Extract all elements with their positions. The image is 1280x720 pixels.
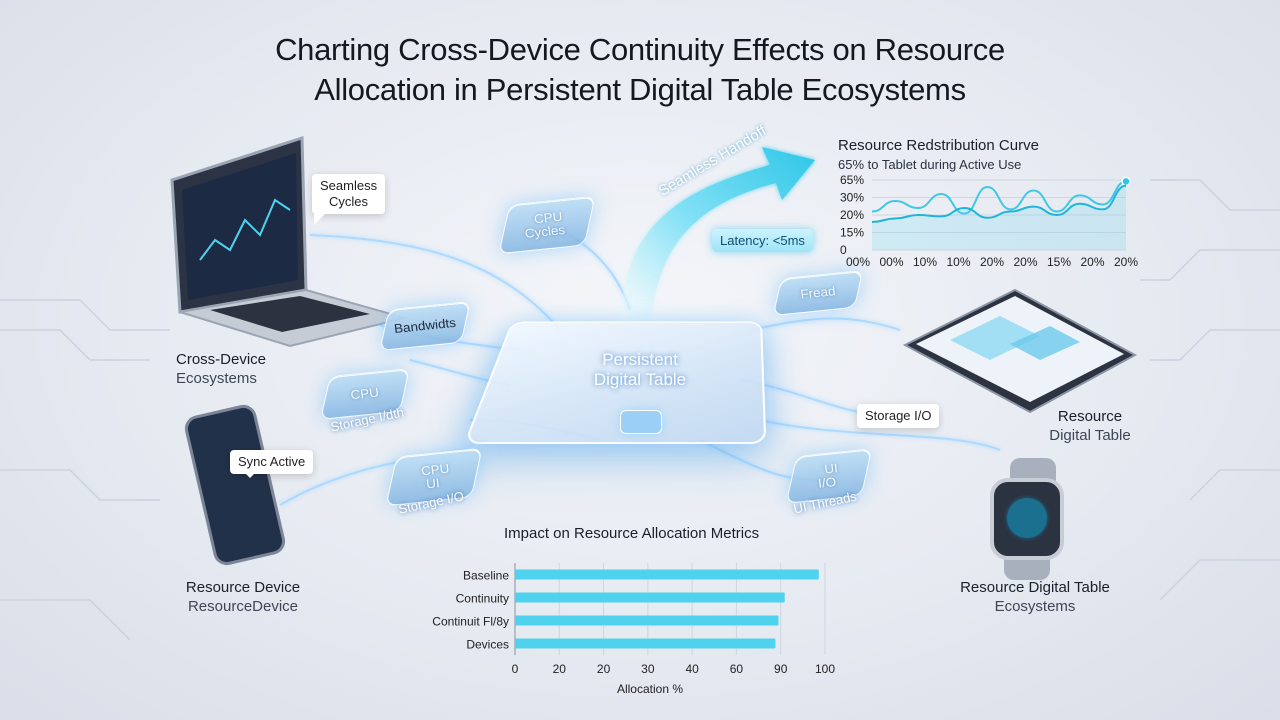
platform-chip-icon — [620, 410, 662, 434]
line-chart-x-tick: 20% — [980, 255, 1004, 269]
device-label-tablet-sub: Digital Table — [1049, 427, 1131, 444]
device-label-laptop: Cross-Device Ecosystems — [176, 350, 266, 388]
line-chart-series-1 — [871, 180, 1127, 215]
line-chart-area — [872, 185, 1126, 250]
bar-chart-category-label: Continuity — [456, 592, 509, 606]
bar-chart-category-label: Continuit Fl/8y — [432, 615, 509, 629]
device-label-tablet-main: Resource — [1057, 408, 1123, 425]
laptop-illustration — [170, 135, 409, 348]
line-chart: 65%30%20%15%000%00%10%10%20%20%15%20%20% — [840, 173, 1138, 269]
line-chart-x-tick: 00% — [879, 255, 903, 269]
node-cpu-cycles-line-2: Cycles — [524, 222, 567, 241]
node-cpu-left-label: CPU — [349, 384, 380, 403]
bar-chart-x-tick: 20 — [553, 662, 567, 676]
bar-chart: 0 20 20 30 40 60 90 100 BaselineContinuityContin… — [432, 563, 835, 696]
line-chart-y-tick: 65% — [840, 173, 864, 187]
line-chart-x-tick: 20% — [1080, 255, 1104, 269]
bar-chart-category-label: Baseline — [463, 569, 509, 583]
line-chart-x-tick: 10% — [946, 255, 970, 269]
callout-seamless-cycles: Seamless Cycles — [312, 174, 386, 225]
line-chart-x-tick: 20% — [1114, 255, 1138, 269]
callout-seamless-line-2: Cycles — [329, 194, 369, 209]
handoff-arrow — [620, 147, 815, 335]
callout-sync-active: Sync Active — [230, 450, 314, 478]
device-label-watch-sub: Ecosystems — [994, 598, 1076, 615]
bar-chart-xlabel: Allocation % — [617, 682, 683, 696]
bar-chart-title: Impact on Resource Allocation Metrics — [504, 525, 760, 542]
line-chart-y-tick: 20% — [840, 208, 864, 222]
device-label-watch: Resource Digital Table Ecosystems — [945, 578, 1125, 616]
callout-seamless-line-1: Seamless — [320, 178, 378, 193]
line-chart-series-2 — [871, 184, 1127, 223]
node-bandwidth-label: Bandwidts — [393, 315, 457, 336]
device-label-watch-main: Resource Digital Table — [960, 579, 1110, 596]
bar-chart-bar — [515, 638, 776, 649]
bar-chart-bar — [515, 592, 785, 603]
node-cpu-ui-line-2: UI — [424, 475, 440, 492]
line-chart-x-tick: 15% — [1047, 255, 1071, 269]
line-chart-y-tick: 15% — [840, 226, 864, 240]
bar-chart-bar — [515, 615, 779, 626]
node-ui-io-line-2: I/O — [817, 474, 838, 491]
circuit-traces — [0, 179, 1280, 641]
bar-chart-x-tick: 20 — [597, 662, 611, 676]
bar-chart-bar — [515, 569, 819, 580]
bar-chart-x-tick: 100 — [815, 662, 835, 676]
bar-chart-x-tick: 90 — [774, 662, 788, 676]
page-title: Charting Cross-Device Continuity Effects… — [140, 30, 1140, 110]
node-storage-io[interactable]: Storage I/O — [857, 404, 940, 428]
bar-chart-x-tick: 0 — [512, 662, 519, 676]
phone-illustration — [184, 404, 286, 566]
platform-label: Persistent Digital Table — [540, 350, 740, 390]
line-chart-y-tick: 0 — [840, 243, 847, 257]
watch-illustration — [990, 458, 1064, 580]
line-chart-x-tick: 20% — [1013, 255, 1037, 269]
device-label-phone-sub: ResourceDevice — [187, 598, 299, 615]
line-chart-y-tick: 30% — [840, 191, 864, 205]
tablet-illustration — [902, 288, 1138, 414]
line-chart-end-point — [1121, 176, 1131, 187]
device-label-phone: Resource Device ResourceDevice — [168, 578, 318, 616]
device-label-phone-main: Resource Device — [185, 579, 301, 596]
device-label-laptop-sub: Ecosystems — [176, 370, 257, 387]
line-chart-subtitle: 65% to Tablet during Active Use — [838, 157, 1022, 172]
device-label-laptop-main: Cross-Device — [176, 351, 267, 368]
node-fread-label: Fread — [799, 283, 837, 302]
bar-chart-category-label: Devices — [466, 638, 509, 652]
bar-chart-x-tick: 60 — [730, 662, 744, 676]
line-chart-x-tick: 10% — [913, 255, 937, 269]
platform-label-line-1: Persistent — [602, 350, 678, 369]
title-line-2: Allocation in Persistent Digital Table E… — [314, 72, 966, 107]
bar-chart-x-tick: 40 — [685, 662, 699, 676]
line-chart-title: Resource Redstribution Curve — [838, 137, 1039, 154]
bar-chart-x-tick: 30 — [641, 662, 655, 676]
device-label-tablet: Resource Digital Table — [1030, 407, 1150, 445]
line-chart-x-tick: 00% — [846, 255, 870, 269]
platform-label-line-2: Digital Table — [593, 370, 687, 389]
title-line-1: Charting Cross-Device Continuity Effects… — [275, 32, 1005, 67]
latency-badge: Latency: <5ms — [712, 229, 813, 252]
